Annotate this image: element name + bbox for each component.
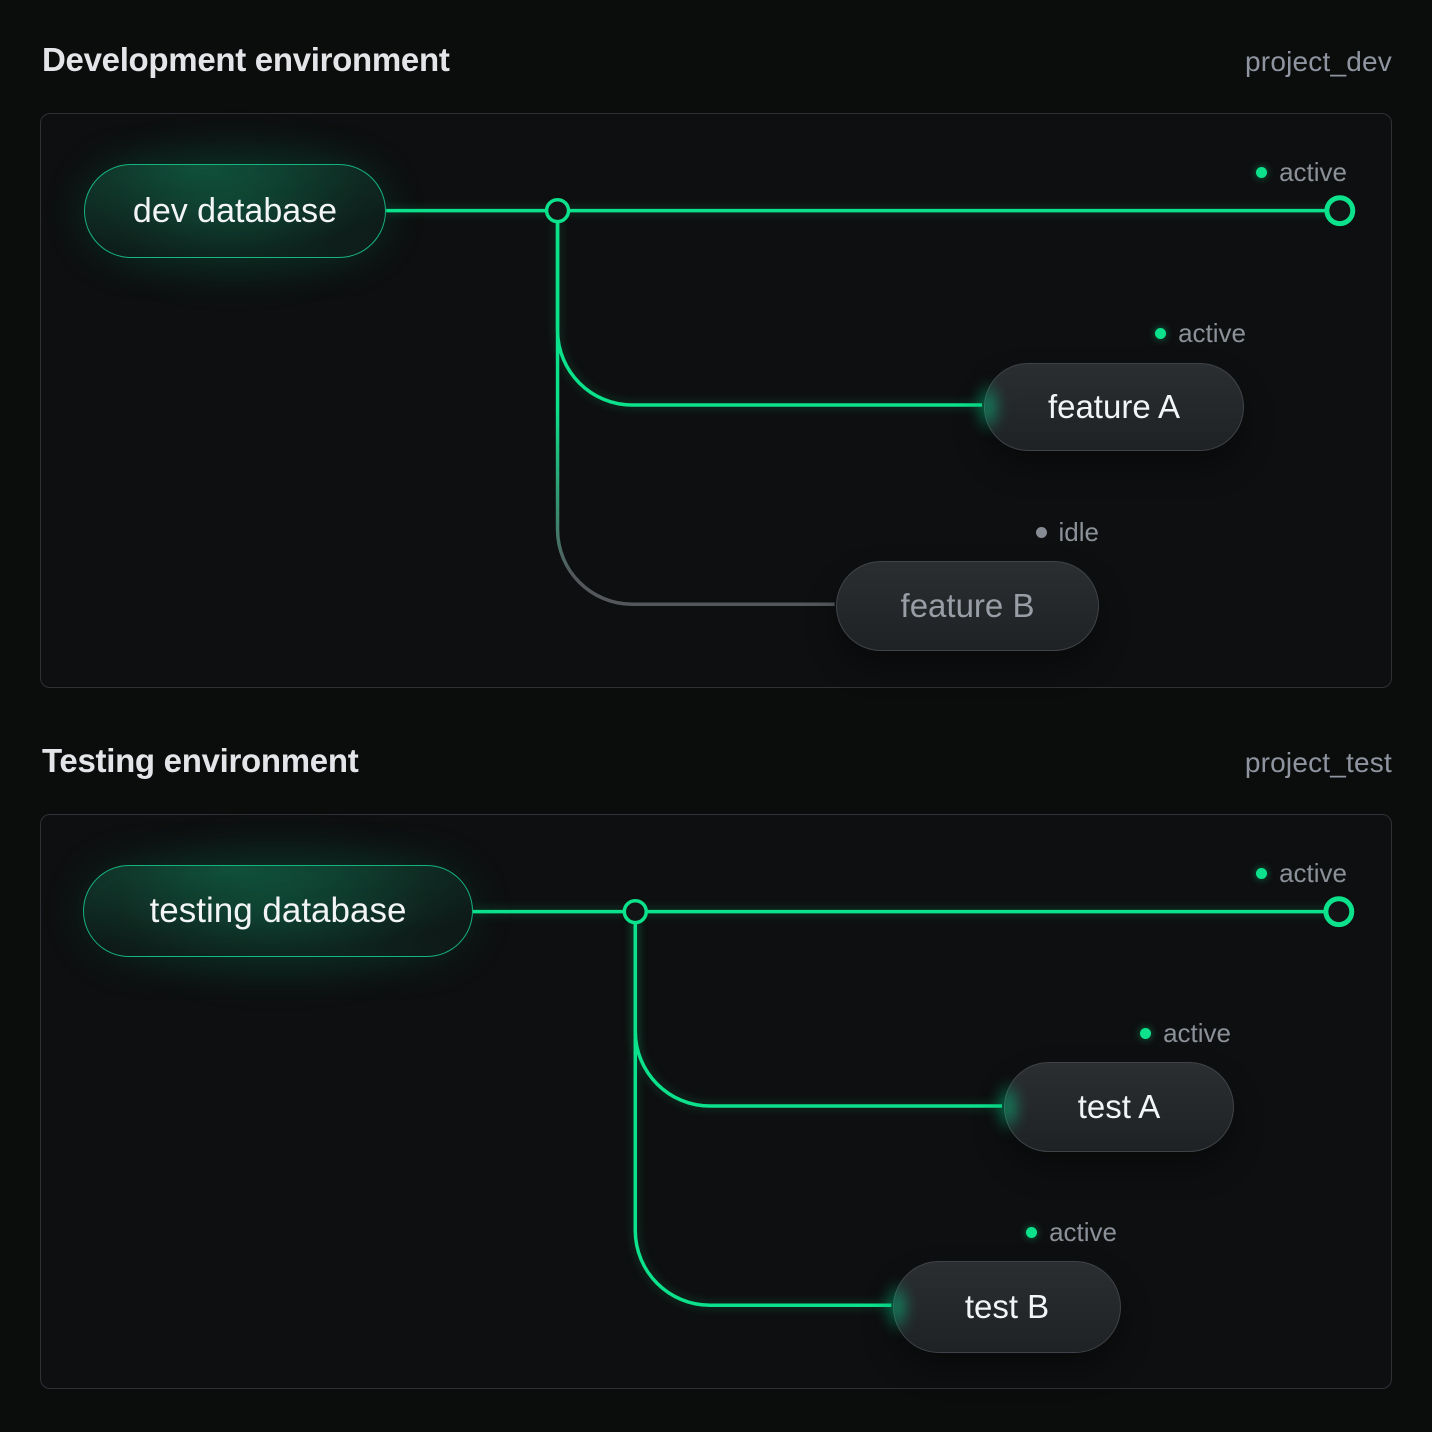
junction-node: [622, 898, 648, 925]
project-name: project_dev: [1245, 46, 1392, 77]
database-node[interactable]: dev database: [84, 164, 386, 258]
test-environment-section: Testing environment project_test active …: [40, 737, 1392, 1389]
branch-node-label: feature A: [1047, 388, 1181, 425]
status-dot-icon: [1140, 1027, 1152, 1039]
branch-line-active: [555, 210, 983, 407]
project-name: project_test: [1244, 747, 1392, 778]
branch-node[interactable]: test A: [1004, 1062, 1234, 1152]
branch-line-active: [633, 911, 892, 1308]
branch-node[interactable]: test B: [893, 1261, 1121, 1353]
section-heading: Testing environment: [42, 742, 359, 779]
dev-environment-header: Development environment project_dev: [40, 36, 1392, 86]
status-label: active: [1163, 1018, 1231, 1048]
database-node[interactable]: testing database: [83, 865, 473, 957]
status-dot-icon: [1035, 526, 1047, 538]
database-node-label: dev database: [132, 191, 338, 230]
status-label: active: [1279, 858, 1347, 888]
branch-status: idle: [1035, 517, 1099, 547]
trunk-endpoint-node: [1324, 195, 1356, 227]
branch-status: active: [1026, 1217, 1117, 1247]
branch-wires: [472, 896, 1355, 1308]
branch-status: active: [1140, 1018, 1231, 1048]
status-label: active: [1178, 318, 1246, 348]
branch-line-active: [633, 911, 1003, 1108]
test-environment-panel: active active active testing database te…: [40, 814, 1392, 1389]
database-node-label: testing database: [149, 891, 407, 930]
status-label: idle: [1058, 517, 1099, 547]
branch-node[interactable]: feature B: [836, 561, 1099, 651]
dev-environment-panel: active active idle dev database feature …: [40, 113, 1392, 688]
status-label: active: [1049, 1217, 1117, 1247]
branch-wires: [386, 195, 1356, 607]
status-dot-icon: [1155, 327, 1167, 339]
status-dot-icon: [1256, 166, 1268, 178]
branch-line-idle: [555, 210, 835, 607]
status-label: active: [1279, 157, 1347, 187]
branch-node-label: feature B: [900, 587, 1035, 624]
branch-node[interactable]: feature A: [984, 363, 1244, 451]
branch-node-label: test B: [964, 1288, 1050, 1325]
section-heading: Development environment: [42, 41, 450, 78]
branch-status: active: [1155, 318, 1246, 348]
dev-environment-section: Development environment project_dev: [40, 36, 1392, 688]
status-dot-icon: [1256, 867, 1268, 879]
branch-node-label: test A: [1077, 1088, 1161, 1125]
junction-node: [544, 197, 571, 224]
trunk-endpoint-node: [1323, 896, 1355, 928]
status-dot-icon: [1026, 1226, 1038, 1238]
test-environment-header: Testing environment project_test: [40, 737, 1392, 787]
trunk-status: active: [1256, 858, 1347, 888]
trunk-status: active: [1256, 157, 1347, 187]
